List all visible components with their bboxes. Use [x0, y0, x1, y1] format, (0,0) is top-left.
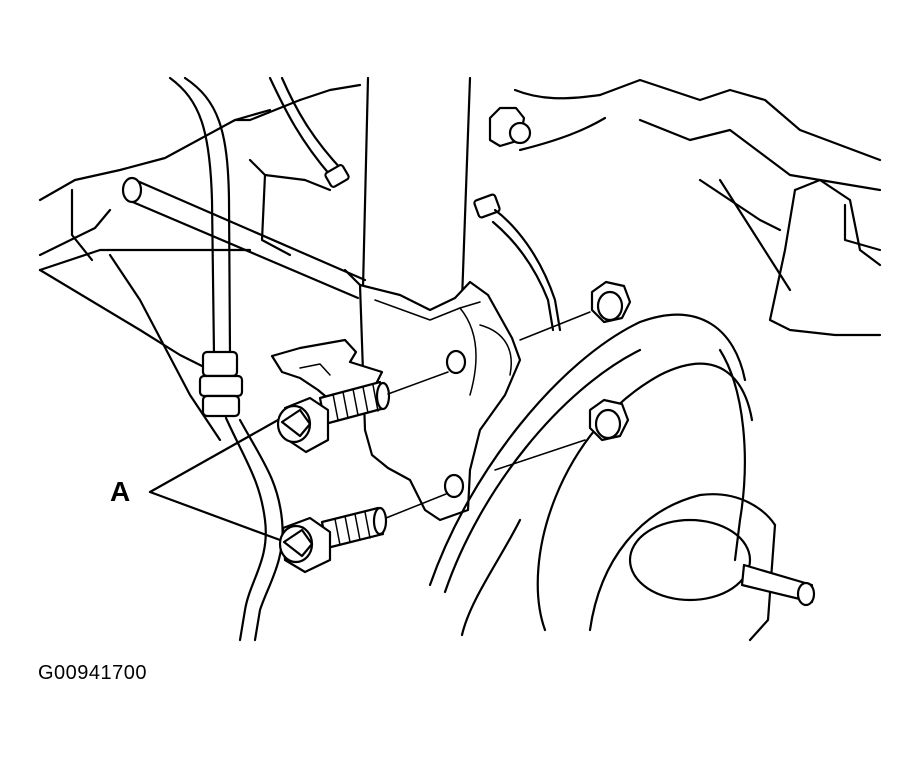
brake-disc	[428, 313, 754, 637]
abs-sensor-wire	[473, 193, 562, 332]
upper-nut	[590, 280, 632, 324]
alignment-lines	[385, 311, 591, 519]
brake-hose	[168, 76, 284, 642]
callout-label-a: A	[110, 476, 131, 507]
lower-mounting-bolt	[278, 506, 388, 574]
upper-mounting-bolt	[276, 380, 391, 454]
wheel-hub	[588, 493, 777, 642]
upper-flange-nut	[488, 88, 607, 152]
steering-knuckle	[358, 280, 522, 522]
lower-nut	[588, 398, 630, 442]
wheel-stud	[740, 563, 816, 607]
callout-leader-lines	[148, 418, 282, 542]
chassis-outline	[38, 78, 882, 442]
stabilizer-rod	[121, 176, 367, 300]
sensor-wire-upper	[268, 76, 350, 188]
figure-id: G00941700	[38, 662, 148, 684]
